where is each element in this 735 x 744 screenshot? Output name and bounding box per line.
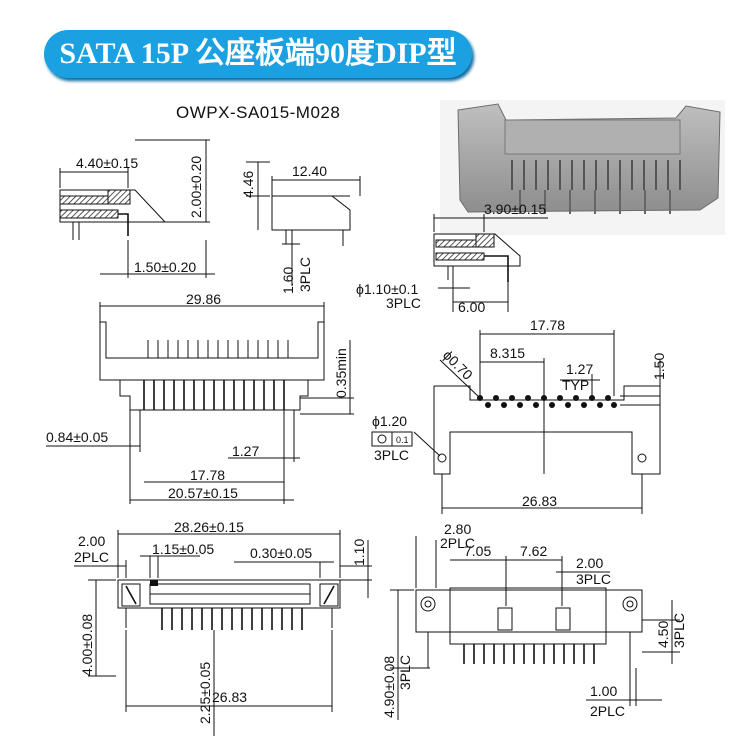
- title-banner: SATA 15P 公座板端90度DIP型: [44, 30, 472, 78]
- dim-top-edge-count: 2PLC: [74, 549, 109, 565]
- dim-pcb-hole: ϕ1.10±0.1: [356, 281, 418, 297]
- dim-rear-foot-count: 2PLC: [590, 703, 625, 719]
- dim-pcb-width: 3.90±0.15: [484, 201, 546, 217]
- dim-rear-c: 2.00: [576, 555, 603, 571]
- dim-top-depth: 1.10: [351, 539, 367, 566]
- dim-front-pitch: 1.27: [232, 443, 259, 459]
- side-outline-view: 12.40 4.46 1.60 3PLC: [240, 161, 361, 294]
- dim-rear-post-count: 3PLC: [671, 613, 687, 648]
- dim-pcb-offset: 8.315: [490, 345, 525, 361]
- dim-side-width: 4.40±0.15: [76, 155, 138, 171]
- dim-rear-height-count: 3PLC: [397, 655, 413, 690]
- dim-top-contact: 0.30±0.05: [250, 545, 312, 561]
- dim-height: 4.46: [240, 171, 256, 198]
- pcb-layout-view: 17.78 8.315 1.27 TYP 1.50 ϕ0.70 ϕ1.20 0.…: [371, 317, 667, 514]
- dim-rear-a: 7.05: [464, 543, 491, 559]
- dim-pcb-hole-count: 3PLC: [374, 447, 409, 463]
- top-view: 2.00 2PLC 28.26±0.15 1.15±0.05 0.30±0.05…: [74, 519, 372, 736]
- page-title: SATA 15P 公座板端90度DIP型: [59, 37, 457, 70]
- dim-pcb-tolerance: 0.1: [396, 435, 409, 445]
- dim-rear-b: 7.62: [520, 543, 547, 559]
- dim-pcb-row: 1.50: [651, 353, 667, 380]
- dim-length: 12.40: [292, 163, 327, 179]
- dim-pcb-width: 26.83: [522, 493, 557, 509]
- dim-rear-height: 4.90±0.08: [381, 656, 397, 718]
- dim-rear-edge-count: 2PLC: [440, 535, 475, 551]
- dim-side-pitch: 1.50±0.20: [134, 259, 196, 275]
- dim-front-tab: 0.84±0.05: [46, 429, 108, 445]
- dim-front-span: 17.78: [190, 467, 225, 483]
- part-number: OWPX-SA015-M028: [176, 103, 341, 122]
- side-pcb-view: 3.90±0.15 ϕ1.10±0.1 3PLC 6.00: [356, 201, 548, 315]
- dim-top-slot: 1.15±0.05: [152, 541, 214, 557]
- dim-rear-c-count: 3PLC: [576, 571, 611, 587]
- dim-pin-count: 3PLC: [297, 257, 313, 292]
- front-view: 29.86 0.35min 0.84±0.05 1.27 17.78 20.57…: [46, 291, 354, 504]
- dim-top-edge: 2.00: [78, 533, 105, 549]
- dim-pcb-hole: ϕ1.20: [372, 413, 407, 429]
- dim-pcb-pitch-note: TYP: [562, 377, 589, 393]
- dim-rear-edge: 2.80: [444, 521, 471, 537]
- connector-photo: [440, 100, 725, 235]
- dim-pcb-hole-count: 3PLC: [386, 295, 421, 311]
- dim-rear-post: 4.50: [655, 621, 671, 648]
- dim-pcb-pitch: 1.27: [566, 361, 593, 377]
- dim-front-overall: 29.86: [186, 291, 221, 307]
- dim-front-gap: 0.35min: [333, 348, 349, 398]
- dim-pcb-span: 17.78: [530, 317, 565, 333]
- rear-view: 2.80 2PLC 7.05 7.62 2.00 3PLC 4.50 3PLC …: [381, 521, 687, 720]
- dim-top-width: 26.83: [212, 689, 247, 705]
- dim-rear-foot: 1.00: [590, 683, 617, 699]
- dim-front-body: 20.57±0.15: [168, 485, 238, 501]
- side-section-view: 4.40±0.15 2.00±0.20 1.50±0.20: [59, 139, 215, 278]
- dim-top-height: 4.00±0.08: [79, 614, 95, 676]
- dim-pin: 1.60: [280, 267, 296, 294]
- dim-side-height: 2.00±0.20: [188, 156, 204, 218]
- dim-top-overall: 28.26±0.15: [174, 519, 244, 535]
- dim-top-pin-len: 2.25±0.05: [197, 662, 213, 724]
- dim-pcb-offset: 6.00: [458, 299, 485, 315]
